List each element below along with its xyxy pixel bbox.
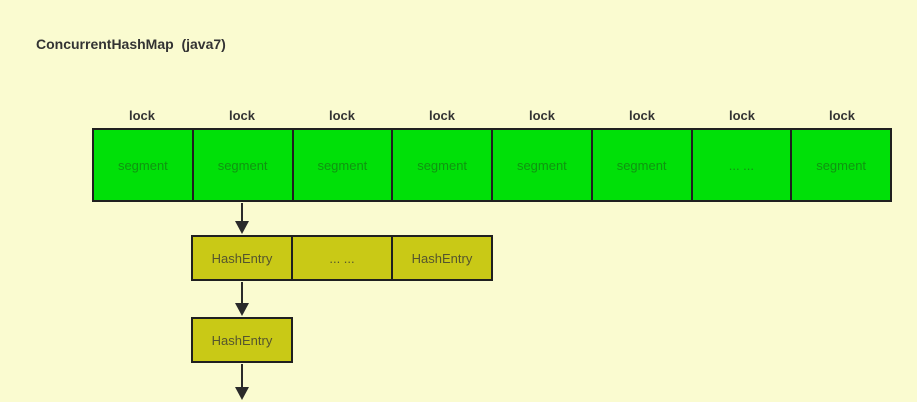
segment-cell-ellipsis: ... ... <box>690 130 791 200</box>
segment-cell: segment <box>491 130 591 200</box>
hash-entry-array: HashEntry ... ... HashEntry <box>191 235 493 281</box>
down-arrow <box>235 203 249 234</box>
hash-entry-cell: HashEntry <box>391 237 491 279</box>
lock-label: lock <box>428 108 455 123</box>
hash-entry-cell-ellipsis: ... ... <box>291 237 391 279</box>
arrow-head-icon <box>235 387 249 400</box>
hash-entry-node: HashEntry <box>191 317 293 363</box>
lock-label: lock <box>728 108 755 123</box>
lock-label: lock <box>128 108 155 123</box>
arrow-stem <box>241 203 243 223</box>
segment-cell: segment <box>117 157 168 173</box>
lock-label: lock <box>528 108 555 123</box>
lock-label: lock <box>328 108 355 123</box>
down-arrow <box>235 282 249 316</box>
arrow-stem <box>241 282 243 305</box>
segment-cell: segment <box>191 130 292 200</box>
segment-array: segment segment segment segment segment … <box>92 128 892 202</box>
arrow-stem <box>241 364 243 389</box>
segment-cell: segment <box>391 130 491 200</box>
arrow-head-icon <box>235 221 249 234</box>
arrow-head-icon <box>235 303 249 316</box>
diagram-title: ConcurrentHashMap (java7) <box>36 36 226 52</box>
hash-entry-cell: HashEntry <box>211 250 273 266</box>
segment-cell: segment <box>291 130 392 200</box>
down-arrow <box>235 364 249 400</box>
segment-cell: segment <box>590 130 691 200</box>
segment-cell: segment <box>790 130 890 200</box>
lock-label: lock <box>628 108 655 123</box>
lock-label: lock <box>828 108 855 123</box>
lock-label: lock <box>228 108 255 123</box>
